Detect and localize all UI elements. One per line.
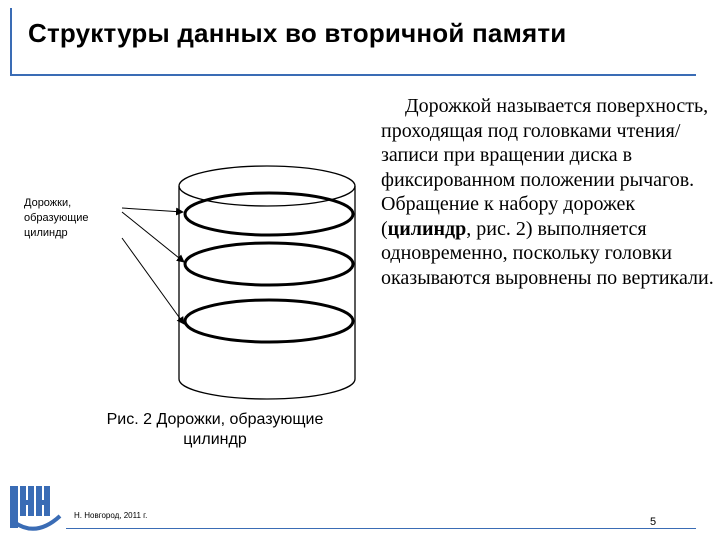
arrow-icon [121,211,185,263]
university-logo-icon [10,486,62,531]
term-cylinder: цилиндр [387,217,467,240]
body-part2: , рис. 2) выполняется одновременно, поск… [381,217,714,289]
track-3 [183,298,355,344]
arrow-icon [121,237,185,325]
figure-caption: Рис. 2 Дорожки, образующие цилиндр [70,410,360,450]
track-2 [183,241,355,287]
term-track: Дорожкой [405,95,492,117]
arrow-icon [121,207,184,216]
footer-location: Н. Новгород, 2011 г. [74,511,148,520]
page-title: Структуры данных во вторичной памяти [28,18,567,48]
title-bottom-rule [10,74,696,76]
title-left-rule [10,8,12,76]
diagram-label: Дорожки, образующие цилиндр [24,197,89,239]
body-part1: называется поверхность, проходящая под г… [381,95,709,240]
track-1 [183,191,355,237]
cylinder-top-ellipse [178,165,356,207]
caption-line-1: Рис. 2 Дорожки, образующие [106,411,324,428]
body-paragraph: Дорожкой называется поверхность, проходя… [381,94,715,290]
caption-line-2: цилиндр [183,431,247,448]
page-number: 5 [650,516,657,528]
cylinder-bottom-arc [178,378,356,400]
footer-rule [66,528,696,529]
